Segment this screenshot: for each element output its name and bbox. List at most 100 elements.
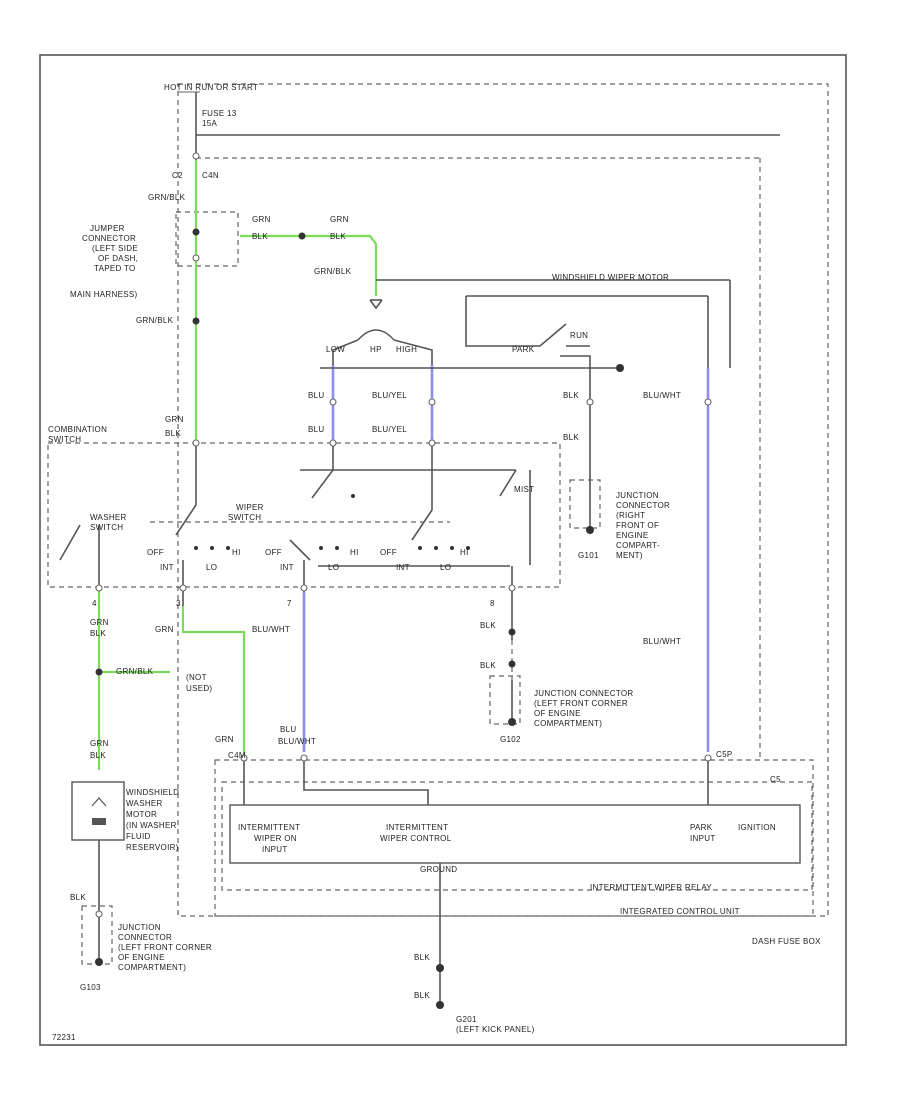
label-not-used-1: (NOT	[186, 673, 207, 682]
label-off-3: OFF	[380, 548, 397, 557]
label-wiper-sw-1: WIPER	[236, 503, 264, 512]
label-jumper-6: MAIN HARNESS)	[70, 290, 137, 299]
label-hp: HP	[370, 345, 382, 354]
label-lo-3: LO	[440, 563, 451, 572]
label-blu-1: BLU	[308, 391, 324, 400]
label-grn-i: GRN	[155, 625, 174, 634]
intermittent-wiper-relay	[229, 804, 801, 864]
label-jr-2: CONNECTOR	[616, 501, 670, 510]
label-wiper-sw-2: SWITCH	[228, 513, 261, 522]
label-jla-2: (LEFT FRONT CORNER	[534, 699, 628, 708]
label-wm-6: RESERVOIR)	[126, 843, 179, 852]
label-blu-wht-i: BLU/WHT	[252, 625, 290, 634]
label-g101: G101	[578, 551, 599, 560]
label-wm-3: MOTOR	[126, 810, 157, 819]
label-blk-8b: BLK	[480, 661, 496, 670]
label-ground: GROUND	[420, 865, 457, 874]
label-int-wiper-relay: INTERMITTENT WIPER RELAY	[590, 883, 712, 892]
label-washer-sw-2: SWITCH	[90, 523, 123, 532]
label-blk-8a: BLK	[480, 621, 496, 630]
label-run: RUN	[570, 331, 588, 340]
label-int-1: INT	[160, 563, 174, 572]
label-blk-w: BLK	[90, 629, 106, 638]
label-off-1: OFF	[147, 548, 164, 557]
label-blk-g1: BLK	[414, 953, 430, 962]
label-ignition: IGNITION	[738, 823, 776, 832]
integrated-control-unit-outline	[214, 759, 814, 917]
junction-left-a-outline	[489, 675, 521, 725]
label-pin8: 8	[490, 599, 495, 608]
label-blk-sw: BLK	[165, 429, 181, 438]
label-jr-6: COMPART-	[616, 541, 660, 550]
label-wm-1: WINDSHIELD	[126, 788, 179, 797]
label-grn-blk-mid: GRN/BLK	[136, 316, 174, 325]
label-jr-4: FRONT OF	[616, 521, 659, 530]
label-c5p: C5P	[716, 750, 732, 759]
label-washer-sw-1: WASHER	[90, 513, 127, 522]
label-blu-2: BLU	[308, 425, 324, 434]
label-int-2: INT	[280, 563, 294, 572]
label-wht-r: BLU/WHT	[278, 737, 316, 746]
label-hi-2: HI	[350, 548, 359, 557]
label-grn-blk-abs: GRN/BLK	[116, 667, 154, 676]
dash-fuse-box-outline	[177, 83, 829, 917]
label-grn-r: GRN	[215, 735, 234, 744]
label-grn-a: GRN	[252, 215, 271, 224]
label-blu-yel-1: BLU/YEL	[372, 391, 407, 400]
label-lo-2: LO	[328, 563, 339, 572]
relay-outline	[221, 781, 813, 891]
label-not-used-2: USED)	[186, 684, 212, 693]
label-jla-1: JUNCTION CONNECTOR	[534, 689, 633, 698]
label-park-in-1: PARK	[690, 823, 713, 832]
label-blk-run: BLK	[563, 391, 579, 400]
label-g102: G102	[500, 735, 521, 744]
label-jlb-2: CONNECTOR	[118, 933, 172, 942]
label-blk-m: BLK	[90, 751, 106, 760]
label-grn-b: GRN	[330, 215, 349, 224]
label-jr-7: MENT)	[616, 551, 643, 560]
label-grn-w: GRN	[90, 618, 109, 627]
label-jumper-2: CONNECTOR	[82, 234, 136, 243]
label-park-in-2: INPUT	[690, 834, 716, 843]
label-jlb-5: COMPARTMENT)	[118, 963, 186, 972]
label-int-ctrl-2: WIPER CONTROL	[380, 834, 452, 843]
diagram-frame	[39, 54, 847, 1046]
label-c4m: C4M	[228, 751, 246, 760]
label-blk-2: BLK	[563, 433, 579, 442]
label-jlb-1: JUNCTION	[118, 923, 161, 932]
label-int-ctrl-1: INTERMITTENT	[386, 823, 448, 832]
label-c2: C2	[172, 171, 183, 180]
jumper-connector-outline	[175, 211, 239, 267]
label-c4n: C4N	[202, 171, 219, 180]
label-hot-in-run: HOT IN RUN OR START	[164, 83, 258, 92]
label-wm-2: WASHER	[126, 799, 163, 808]
label-fuse-amps: 15A	[202, 119, 217, 128]
label-wm-4: (IN WASHER	[126, 821, 177, 830]
label-g103: G103	[80, 983, 101, 992]
label-blu-r: BLU	[280, 725, 296, 734]
label-off-2: OFF	[265, 548, 282, 557]
label-high: HIGH	[396, 345, 417, 354]
label-blk-b: BLK	[330, 232, 346, 241]
label-blu-yel-2: BLU/YEL	[372, 425, 407, 434]
label-hi-3: HI	[460, 548, 469, 557]
junction-right-outline	[569, 479, 601, 529]
label-jlb-4: OF ENGINE	[118, 953, 165, 962]
label-grn-blk-motor: GRN/BLK	[314, 267, 352, 276]
label-int-on-1: INTERMITTENT	[238, 823, 300, 832]
label-wiper-motor: WINDSHIELD WIPER MOTOR	[552, 273, 669, 282]
label-int-on-2: WIPER ON	[254, 834, 297, 843]
label-blu-wht-2: BLU/WHT	[643, 637, 681, 646]
label-grn-sw: GRN	[165, 415, 184, 424]
label-pin7: 7	[287, 599, 292, 608]
label-jlb-3: (LEFT FRONT CORNER	[118, 943, 212, 952]
label-dash-fuse-box: DASH FUSE BOX	[752, 937, 821, 946]
label-jumper-5: TAPED TO	[94, 264, 136, 273]
label-jumper-1: JUMPER	[90, 224, 125, 233]
label-jla-3: OF ENGINE	[534, 709, 581, 718]
label-mist: MIST	[514, 485, 534, 494]
label-int-3: INT	[396, 563, 410, 572]
label-jr-5: ENGINE	[616, 531, 648, 540]
label-combination-1: COMBINATION	[48, 425, 107, 434]
